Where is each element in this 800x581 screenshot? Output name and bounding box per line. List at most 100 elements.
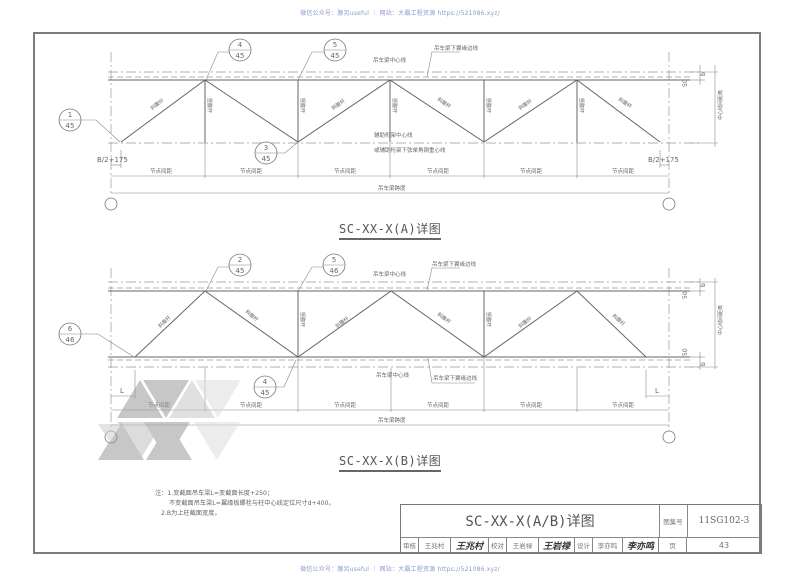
note-line-1: 注：1.变截面吊车梁L=变截面长度+250； bbox=[155, 490, 274, 497]
svg-text:节点间距: 节点间距 bbox=[427, 401, 450, 409]
svg-text:吊车梁下翼缘边线: 吊车梁下翼缘边线 bbox=[434, 44, 479, 52]
svg-text:节点间距: 节点间距 bbox=[240, 167, 263, 175]
svg-text:斜腹杆: 斜腹杆 bbox=[244, 308, 260, 323]
svg-text:辅助桁架中心线: 辅助桁架中心线 bbox=[374, 131, 413, 139]
svg-text:46: 46 bbox=[66, 336, 75, 344]
svg-text:节点间距: 节点间距 bbox=[334, 401, 357, 409]
svg-text:B/2+175: B/2+175 bbox=[648, 156, 679, 164]
title-block-main-title: SC-XX-X(A/B)详图 bbox=[401, 505, 660, 537]
svg-text:节点间距: 节点间距 bbox=[427, 167, 450, 175]
drawing-frame bbox=[33, 32, 761, 554]
review-name: 王兆村 bbox=[419, 537, 451, 553]
svg-text:45: 45 bbox=[236, 52, 245, 60]
svg-text:中心线间距离: 中心线间距离 bbox=[717, 90, 724, 120]
atlas-number-label: 图集号 bbox=[659, 505, 688, 537]
svg-text:斜腹杆: 斜腹杆 bbox=[157, 314, 173, 329]
svg-text:竖腹杆: 竖腹杆 bbox=[299, 312, 306, 327]
design-name: 李亦鸣 bbox=[593, 537, 623, 553]
svg-text:5: 5 bbox=[332, 256, 336, 264]
svg-text:吊车梁跨度: 吊车梁跨度 bbox=[378, 416, 406, 424]
svg-text:吊车梁下翼缘边线: 吊车梁下翼缘边线 bbox=[433, 374, 478, 382]
svg-text:竖腹杆: 竖腹杆 bbox=[485, 98, 492, 113]
svg-text:或辅助桁架下弦单角钢重心线: 或辅助桁架下弦单角钢重心线 bbox=[374, 146, 446, 154]
svg-text:50: 50 bbox=[682, 291, 689, 299]
svg-text:斜腹杆: 斜腹杆 bbox=[436, 311, 452, 325]
watermark-bottom: 微信公众号：豚另useful ｜ 网站：大霸工程资源 https://52108… bbox=[300, 566, 500, 573]
page-number: 43 bbox=[718, 540, 730, 550]
review-signature: 王兆村 bbox=[451, 537, 489, 553]
callout-a-3[interactable]: 3 45 bbox=[254, 141, 299, 165]
notes: 注：1.变截面吊车梁L=变截面长度+250； 不变截面吊车梁L=翼缘板螺栓与柱中… bbox=[155, 489, 335, 519]
svg-text:斜腹杆: 斜腹杆 bbox=[436, 96, 452, 110]
svg-text:50: 50 bbox=[682, 79, 689, 87]
svg-text:节点间距: 节点间距 bbox=[150, 167, 173, 175]
design-signature: 李亦鸣 bbox=[623, 537, 659, 553]
svg-text:节点间距: 节点间距 bbox=[612, 401, 635, 409]
svg-text:竖腹杆: 竖腹杆 bbox=[578, 98, 585, 113]
drawing-b-title: SC-XX-X(B)详图 bbox=[339, 452, 442, 472]
svg-text:斜腹杆: 斜腹杆 bbox=[334, 315, 350, 329]
svg-text:斜腹杆: 斜腹杆 bbox=[617, 96, 633, 110]
note-line-3: 2.B为上柱截面宽度。 bbox=[161, 510, 221, 517]
svg-text:2: 2 bbox=[238, 256, 242, 264]
svg-text:b: b bbox=[700, 362, 707, 366]
drawing-a: 1 45 4 45 5 45 3 45 吊车梁下翼缘边线 吊车梁中心线 辅 bbox=[58, 38, 724, 211]
drawing-a-title: SC-XX-X(A)详图 bbox=[339, 220, 442, 240]
check-name: 王岩禄 bbox=[507, 537, 539, 553]
svg-text:b: b bbox=[700, 72, 707, 76]
svg-text:节点间距: 节点间距 bbox=[520, 401, 543, 409]
check-label: 校对 bbox=[489, 537, 507, 553]
svg-text:L: L bbox=[120, 387, 124, 395]
svg-text:吊车梁中心线: 吊车梁中心线 bbox=[376, 371, 410, 379]
callout-a-4[interactable]: 4 45 bbox=[205, 38, 252, 81]
svg-text:b: b bbox=[700, 283, 707, 287]
svg-text:节点间距: 节点间距 bbox=[520, 167, 543, 175]
callout-a-5[interactable]: 5 45 bbox=[297, 38, 347, 81]
page-label: 页 bbox=[659, 537, 687, 553]
callout-b-5[interactable]: 5 46 bbox=[297, 253, 346, 292]
svg-text:节点间距: 节点间距 bbox=[334, 167, 357, 175]
svg-text:竖腹杆: 竖腹杆 bbox=[485, 312, 492, 327]
drawing-b: 6 46 2 45 5 46 4 45 吊车梁下翼缘边线 吊车梁中心线 吊车梁中… bbox=[58, 253, 724, 444]
svg-text:斜腹杆: 斜腹杆 bbox=[149, 97, 165, 111]
svg-text:中心线间距离: 中心线间距离 bbox=[717, 305, 724, 335]
svg-text:4: 4 bbox=[238, 41, 243, 49]
svg-text:节点间距: 节点间距 bbox=[240, 401, 263, 409]
svg-text:吊车梁中心线: 吊车梁中心线 bbox=[373, 56, 407, 64]
svg-text:45: 45 bbox=[236, 267, 245, 275]
svg-text:6: 6 bbox=[68, 325, 73, 333]
svg-text:吊车梁下翼缘边线: 吊车梁下翼缘边线 bbox=[432, 260, 477, 268]
svg-text:B/2+175: B/2+175 bbox=[97, 156, 128, 164]
svg-text:竖腹杆: 竖腹杆 bbox=[299, 98, 306, 113]
triangle-logo-watermark bbox=[98, 380, 241, 460]
callout-a-1[interactable]: 1 45 bbox=[58, 108, 121, 143]
svg-text:斜腹杆: 斜腹杆 bbox=[330, 97, 346, 111]
note-line-2: 不变截面吊车梁L=翼缘板螺栓与柱中心线定位尺寸d+400。 bbox=[169, 500, 335, 507]
svg-text:斜腹杆: 斜腹杆 bbox=[517, 97, 533, 111]
callout-b-2[interactable]: 2 45 bbox=[205, 253, 252, 292]
svg-text:5: 5 bbox=[333, 41, 337, 49]
svg-text:45: 45 bbox=[262, 155, 271, 163]
watermark-top: 微信公众号：豚另useful ｜ 网站：大霸工程资源 https://52108… bbox=[300, 10, 500, 17]
svg-text:50: 50 bbox=[682, 348, 689, 356]
svg-text:45: 45 bbox=[331, 52, 340, 60]
svg-text:吊车梁中心线: 吊车梁中心线 bbox=[373, 270, 407, 278]
check-signature: 王岩禄 bbox=[539, 537, 575, 553]
review-label: 审核 bbox=[401, 537, 419, 553]
svg-text:1: 1 bbox=[68, 111, 72, 119]
svg-text:竖腹杆: 竖腹杆 bbox=[391, 98, 398, 113]
svg-text:节点间距: 节点间距 bbox=[612, 167, 635, 175]
svg-text:46: 46 bbox=[330, 267, 339, 275]
svg-text:45: 45 bbox=[261, 389, 270, 397]
callout-b-4[interactable]: 4 45 bbox=[253, 359, 297, 399]
svg-text:3: 3 bbox=[264, 144, 268, 152]
svg-text:4: 4 bbox=[263, 378, 268, 386]
title-block: SC-XX-X(A/B)详图 图集号 11SG102-3 审核 王兆村 王兆村 … bbox=[400, 504, 762, 554]
design-label: 设计 bbox=[575, 537, 593, 553]
svg-text:45: 45 bbox=[66, 122, 75, 130]
svg-text:竖腹杆: 竖腹杆 bbox=[206, 98, 213, 113]
callout-b-6[interactable]: 6 46 bbox=[58, 322, 135, 358]
svg-text:L: L bbox=[655, 387, 659, 395]
atlas-number-value: 11SG102-3 bbox=[698, 516, 750, 526]
